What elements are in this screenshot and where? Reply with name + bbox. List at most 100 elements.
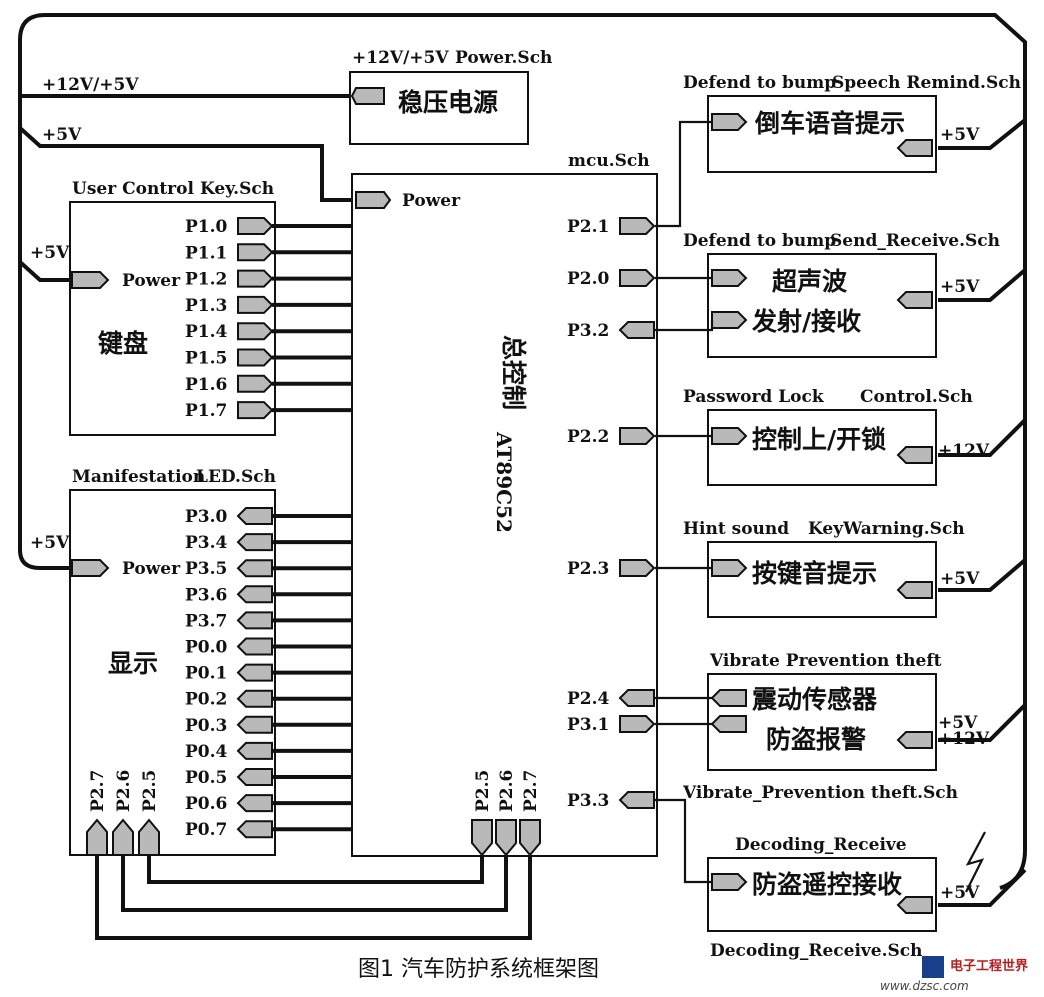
stub-m1 <box>938 118 1027 150</box>
keyboard-header-left: User Control <box>72 179 194 199</box>
m4-header-left: Hint sound <box>683 519 789 539</box>
keyboard-pin-port <box>237 374 274 393</box>
label-5v-key: +5V <box>30 243 70 263</box>
led-header-left: Manifestation <box>72 467 205 487</box>
m4-power: +5V <box>940 569 980 589</box>
m3-header-right: Control.Sch <box>860 387 973 407</box>
keyboard-pin-label: P1.2 <box>185 270 227 290</box>
mcu-right-pin-port <box>619 269 656 287</box>
mcu-box <box>351 173 658 857</box>
label-5v-top: +5V <box>42 125 82 145</box>
m3-power: +12V <box>938 441 990 461</box>
m1-in-port <box>711 113 748 131</box>
stub-m2 <box>938 268 1027 302</box>
led-pin-label: P0.4 <box>185 742 228 762</box>
led-pin-port <box>236 507 273 525</box>
keyboard-pin-port <box>237 348 274 367</box>
mcu-right-pin-port <box>619 217 656 235</box>
power-bus-5v <box>18 126 355 202</box>
power-header-right: Power.Sch <box>455 48 552 68</box>
mcu-bottom-pin-label: P2.6 <box>497 770 517 812</box>
mcu-right-pin-port <box>618 791 655 809</box>
power-header-left: +12V/+5V <box>352 48 449 68</box>
m2-power: +5V <box>940 277 980 297</box>
m4-in-port <box>711 559 748 577</box>
mcu-name: 总控制 <box>499 335 528 410</box>
mcu-bottom-pin-label: P2.7 <box>521 770 541 812</box>
led-pin-label: P0.2 <box>185 690 227 710</box>
m1-name: 倒车语音提示 <box>754 109 905 138</box>
m1-header-right: Speech Remind.Sch <box>832 73 1021 93</box>
led-pin-port <box>236 715 273 734</box>
m3-power-port <box>896 446 933 464</box>
m3-in-port <box>711 427 748 445</box>
led-pin-port <box>236 741 273 760</box>
m1-box <box>707 95 937 173</box>
mcu-chip: AT89C52 <box>492 431 516 533</box>
led-pin-port <box>236 663 273 682</box>
keyboard-power-label: Power <box>122 271 181 291</box>
stub-m4 <box>938 558 1027 592</box>
figure-caption: 图1 汽车防护系统框架图 <box>358 957 599 982</box>
led-bottom-pin-port <box>112 818 134 856</box>
m5-power-port <box>896 731 933 749</box>
wire-p21 <box>655 120 712 228</box>
keyboard-pin-port <box>237 295 274 314</box>
led-power-port <box>71 559 110 577</box>
keyboard-pin-label: P1.6 <box>185 375 227 395</box>
led-pin-port <box>236 559 273 578</box>
led-pin-label: P0.0 <box>185 638 228 658</box>
led-pin-label: P3.0 <box>185 507 228 527</box>
m6-box <box>707 857 937 932</box>
m2-name1: 超声波 <box>772 267 848 296</box>
m4-box <box>707 541 937 618</box>
watermark-logo <box>922 956 944 978</box>
wire-bottom-p27 <box>95 855 532 940</box>
m2-name2: 发射/接收 <box>751 307 861 336</box>
m2-power-port <box>896 291 933 309</box>
mcu-right-pin-port <box>618 321 655 339</box>
m6-power-port <box>896 896 933 914</box>
stub-m6 <box>938 868 1027 907</box>
m2-box <box>707 253 937 358</box>
keyboard-pin-port <box>237 322 274 341</box>
keyboard-pin-label: P1.4 <box>185 322 228 342</box>
mcu-right-pin-label: P2.3 <box>567 559 609 579</box>
m5-in-port-a <box>710 689 747 707</box>
m5-header: Vibrate Prevention theft <box>709 651 942 671</box>
mcu-right-pin-port <box>619 427 656 445</box>
led-pin-label: P3.5 <box>185 559 227 579</box>
m3-name: 控制上/开锁 <box>752 425 886 454</box>
stub-m5 <box>938 703 1027 742</box>
mcu-right-pin-label: P2.2 <box>567 427 609 447</box>
stub-m3 <box>938 418 1027 457</box>
mcu-power-label: Power <box>402 191 461 211</box>
m5-in-port-b <box>710 715 747 733</box>
m4-header-right: KeyWarning.Sch <box>808 519 965 539</box>
mcu-bottom-pin-port <box>519 819 541 857</box>
power-in-port <box>350 87 385 105</box>
led-pin-port <box>236 794 273 813</box>
keyboard-pin-port <box>237 243 274 262</box>
m1-power: +5V <box>940 125 980 145</box>
led-pin-port <box>236 689 273 708</box>
m5-power2: +12V <box>938 729 990 749</box>
led-pin-label: P3.6 <box>185 585 227 605</box>
led-bottom-pin-port <box>86 818 108 856</box>
wire-p33 <box>655 798 712 884</box>
keyboard-power-port <box>71 271 110 289</box>
led-pin-port <box>236 768 273 786</box>
m5-footer: Vibrate_Prevention theft.Sch <box>682 783 958 803</box>
antenna-icon <box>965 831 986 893</box>
wire-bottom-p25 <box>147 855 484 884</box>
led-pin-label: P0.6 <box>185 794 227 814</box>
m1-power-port <box>896 139 933 157</box>
m1-header-left: Defend to bump <box>683 73 836 93</box>
led-pin-label: P0.7 <box>185 820 227 840</box>
led-pin-label: P0.5 <box>185 768 227 788</box>
mcu-right-pin-port <box>619 559 656 577</box>
mcu-power-port <box>355 191 392 209</box>
watermark-line2: www.dzsc.com <box>880 979 969 993</box>
